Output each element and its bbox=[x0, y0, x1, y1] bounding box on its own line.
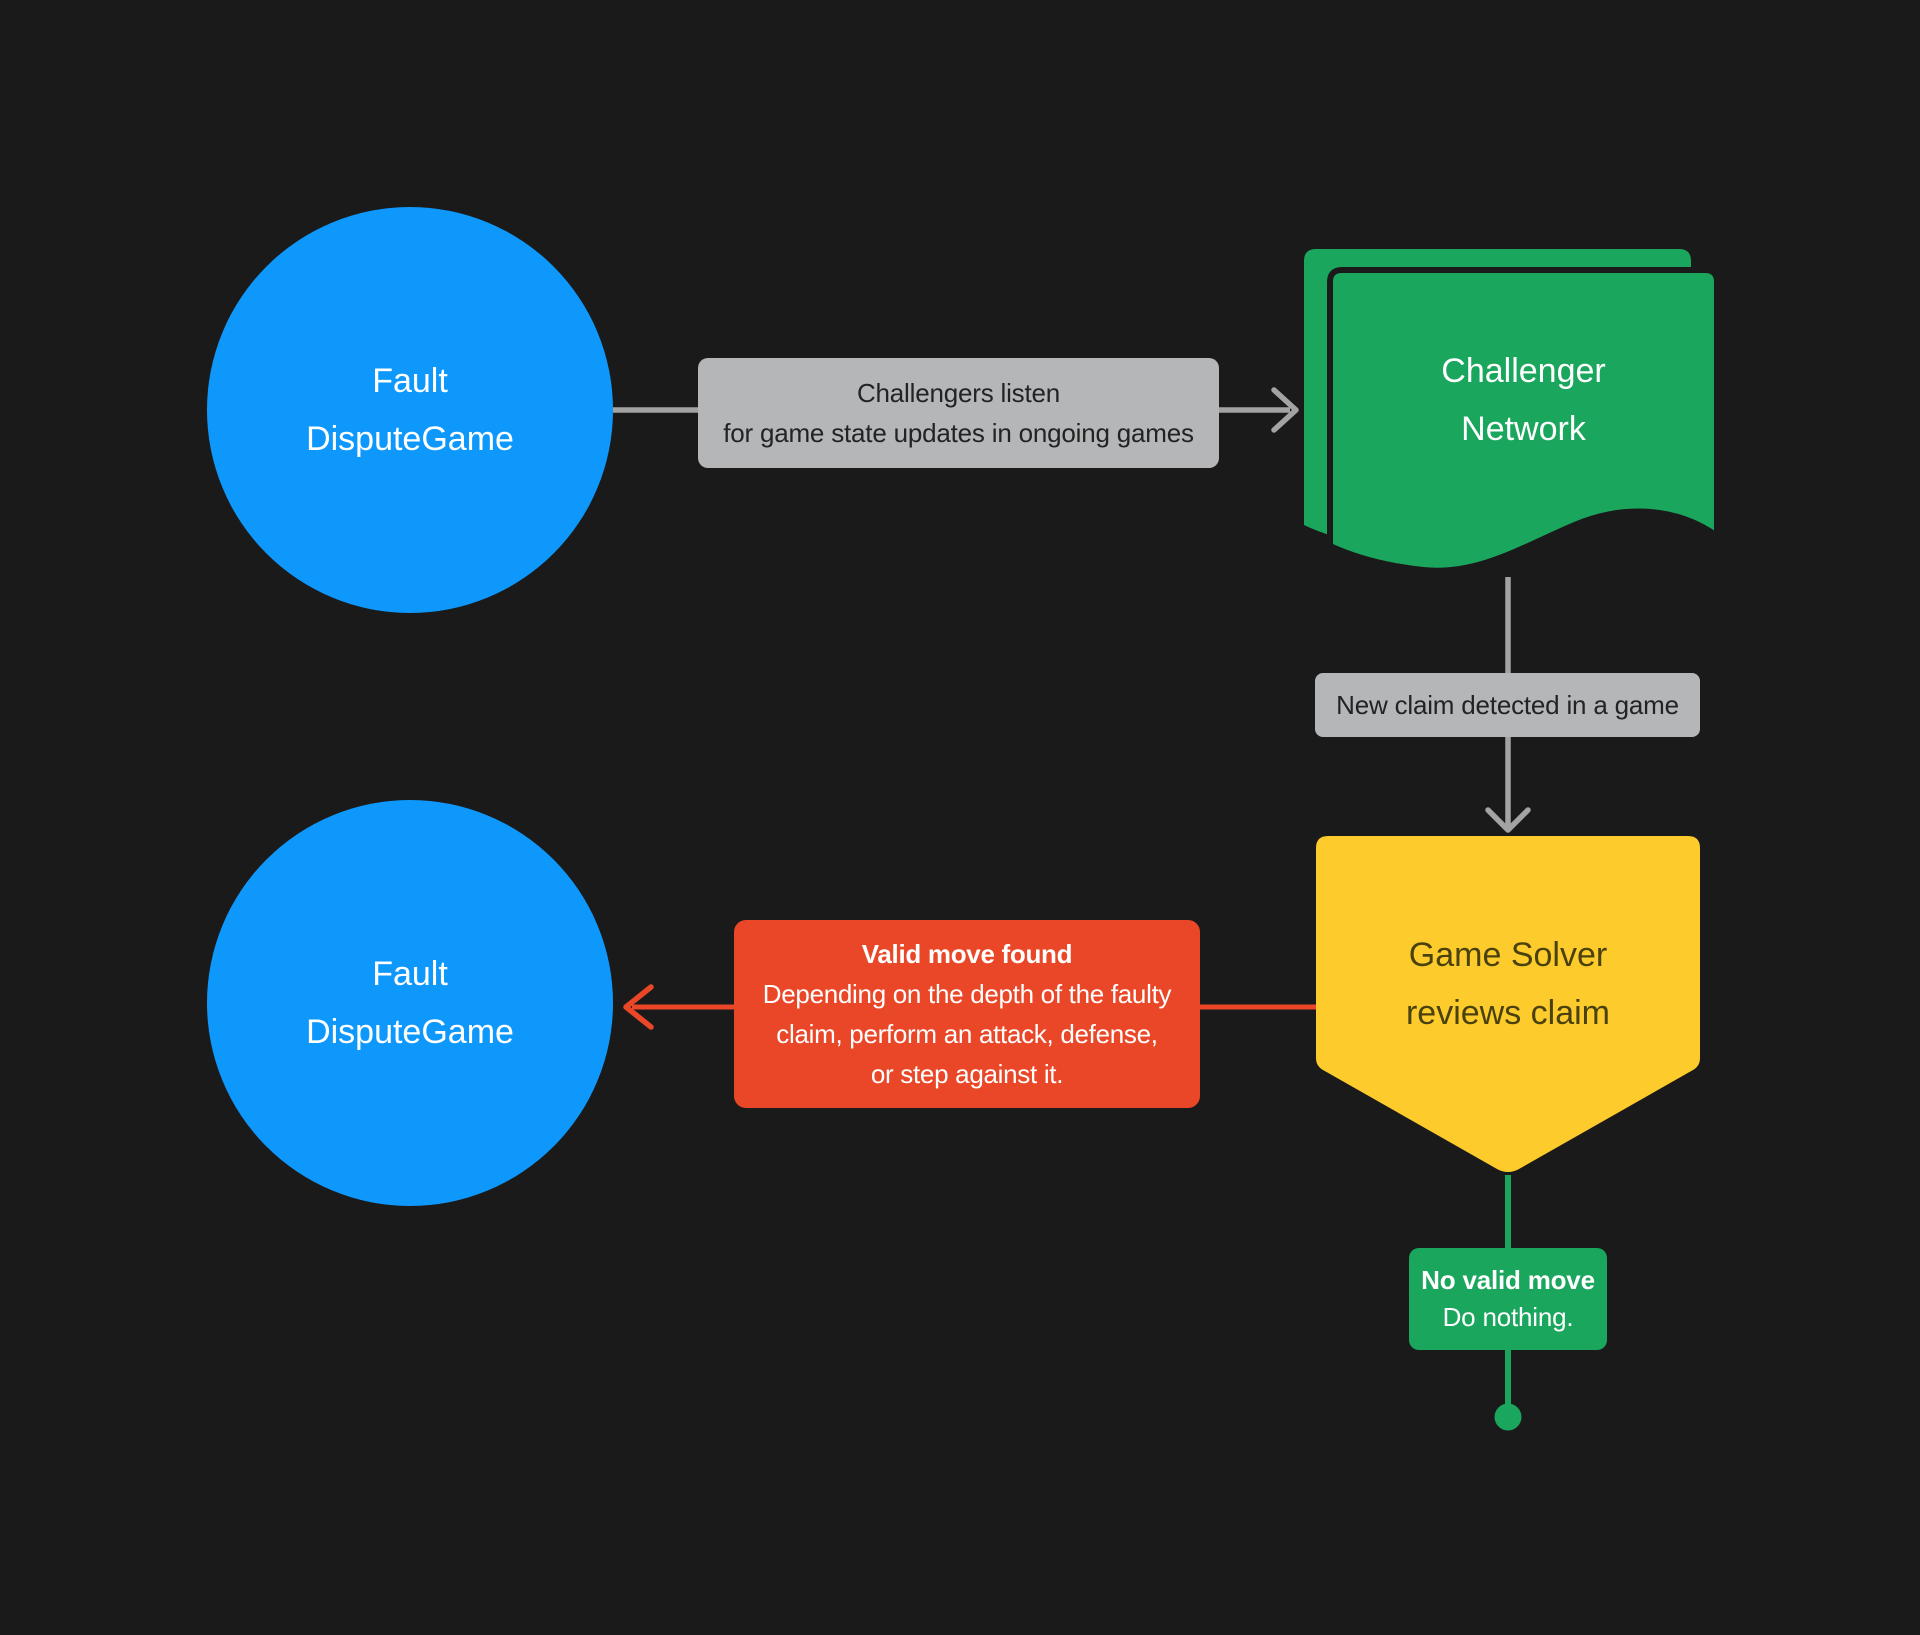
label-line: Challengers listen bbox=[856, 378, 1061, 408]
node-label-line: Game Solver bbox=[1408, 936, 1608, 974]
fault-dispute-game-node-top: Fault DisputeGame bbox=[207, 207, 613, 613]
node-label-line: DisputeGame bbox=[306, 420, 514, 458]
valid-move-title: Valid move found bbox=[861, 939, 1073, 969]
node-label-line: DisputeGame bbox=[306, 1013, 514, 1051]
node-label-line: Network bbox=[1461, 410, 1586, 448]
challenger-network-node-label: Challenger Network bbox=[1330, 342, 1717, 458]
node-label-line: Fault bbox=[372, 362, 448, 400]
terminal-dot bbox=[1494, 1403, 1522, 1431]
arrowhead-down-icon bbox=[1485, 807, 1531, 833]
label-line: for game state updates in ongoing games bbox=[723, 418, 1194, 448]
no-valid-move-title: No valid move bbox=[1421, 1265, 1595, 1295]
node-label-line: Challenger bbox=[1441, 352, 1606, 390]
node-label-line: reviews claim bbox=[1405, 994, 1611, 1032]
game-solver-node-label: Game Solver reviews claim bbox=[1316, 926, 1700, 1042]
new-claim-label: New claim detected in a game bbox=[1315, 673, 1700, 737]
node-label-line: Fault bbox=[372, 955, 448, 993]
label-line: Do nothing. bbox=[1442, 1302, 1574, 1332]
challengers-listen-label: Challengers listen for game state update… bbox=[698, 358, 1219, 468]
arrowhead-right-icon bbox=[1271, 387, 1299, 433]
no-valid-move-label: No valid move Do nothing. bbox=[1409, 1248, 1607, 1350]
valid-move-label: Valid move found Depending on the depth … bbox=[734, 920, 1200, 1108]
label-line: New claim detected in a game bbox=[1336, 690, 1679, 720]
label-line: Depending on the depth of the faulty bbox=[762, 979, 1172, 1009]
label-line: or step against it. bbox=[870, 1059, 1064, 1089]
fault-dispute-game-node-bottom: Fault DisputeGame bbox=[207, 800, 613, 1206]
arrowhead-left-icon bbox=[623, 984, 654, 1030]
label-line: claim, perform an attack, defense, bbox=[776, 1019, 1158, 1049]
